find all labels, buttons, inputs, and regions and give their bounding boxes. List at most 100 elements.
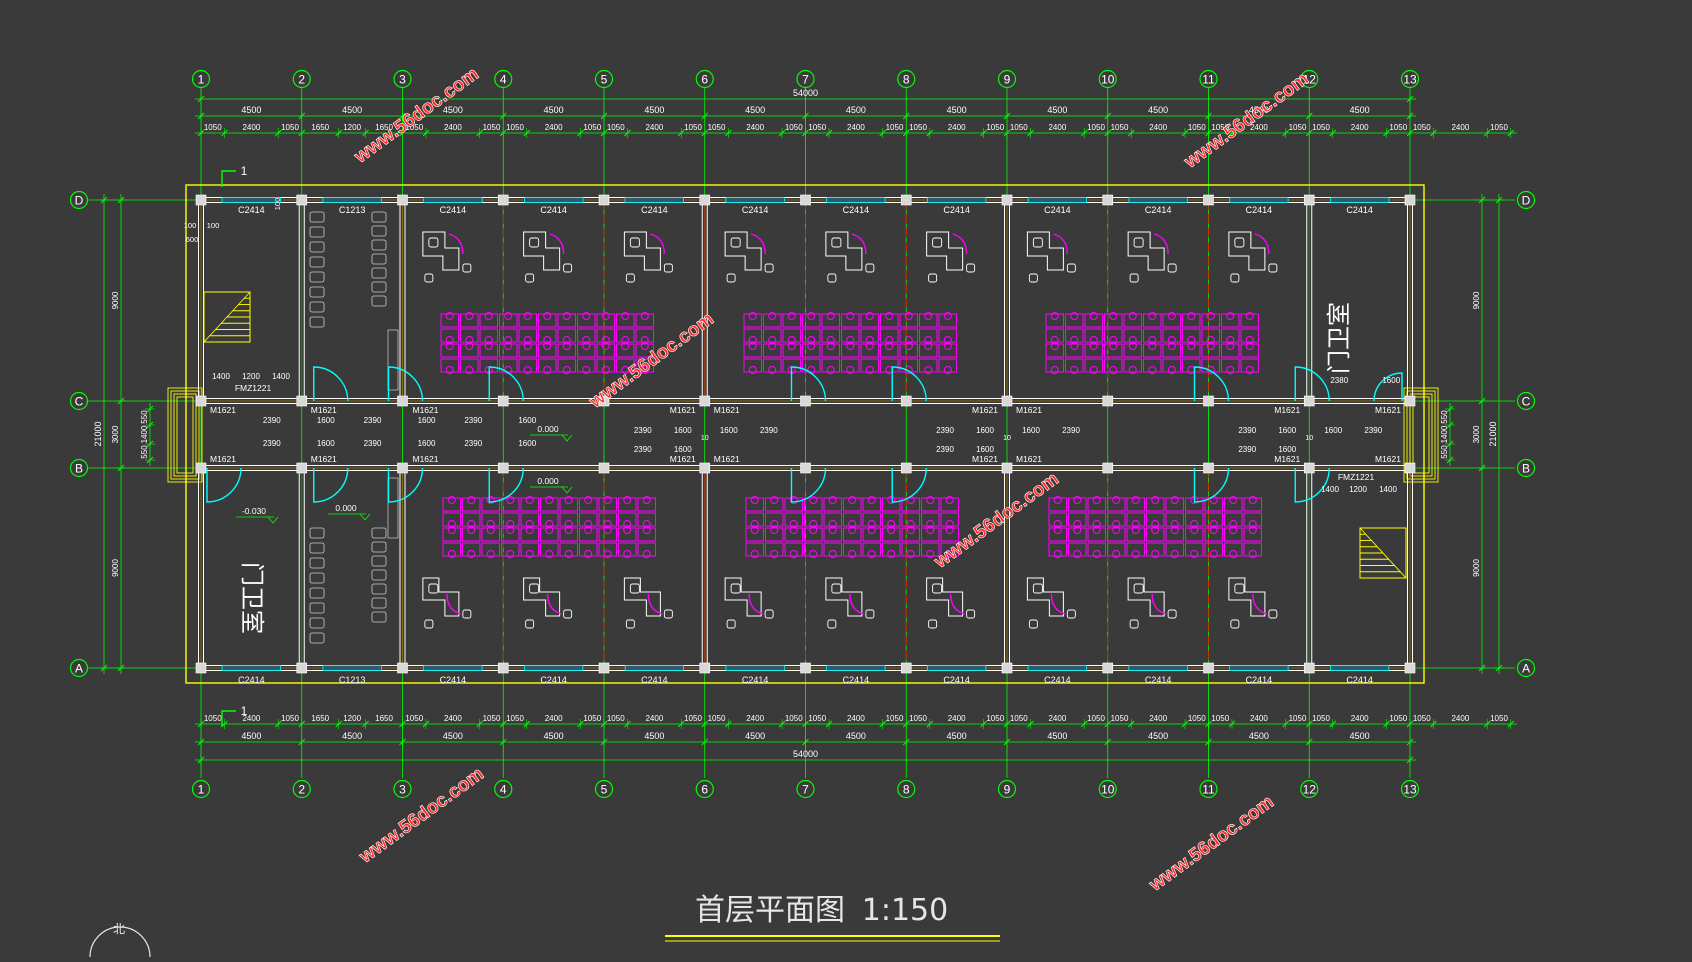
workstation-chair bbox=[1092, 550, 1101, 558]
workstation-desk bbox=[804, 527, 823, 542]
structural-column bbox=[195, 462, 207, 474]
workstation-desk bbox=[1048, 527, 1067, 542]
workstation-desk bbox=[1162, 343, 1181, 358]
workstation-desk bbox=[880, 358, 899, 373]
corridor-dim: 2390 bbox=[364, 416, 382, 425]
office-chair bbox=[1028, 273, 1038, 283]
workstation-chair bbox=[1089, 342, 1098, 350]
structural-column bbox=[497, 194, 509, 206]
structural-column bbox=[397, 662, 408, 674]
section-mark-icon bbox=[221, 710, 236, 727]
workstation-chair bbox=[750, 526, 759, 534]
workstation-chair bbox=[623, 550, 632, 558]
desk-accent bbox=[446, 593, 462, 615]
desk-accent bbox=[952, 233, 968, 255]
axis-bubble bbox=[796, 69, 815, 89]
window-opening bbox=[1128, 665, 1188, 671]
dim-bay-text: 4500 bbox=[1047, 731, 1067, 741]
dim-detail-text: 2400 bbox=[1149, 123, 1167, 132]
workstation-desk bbox=[1201, 343, 1220, 358]
workstation-chair bbox=[768, 342, 777, 350]
workstation-chair bbox=[789, 526, 798, 534]
window-label: C2414 bbox=[440, 205, 467, 215]
door-label: M1621 bbox=[714, 454, 740, 464]
workstation-chair bbox=[543, 312, 552, 320]
workstation-chair bbox=[867, 550, 876, 558]
stair bbox=[1359, 527, 1407, 579]
workstation-desk bbox=[557, 343, 576, 358]
workstation-desk bbox=[841, 328, 860, 343]
workstation-desk bbox=[499, 328, 518, 343]
dim-detail-text: 1050 bbox=[583, 714, 601, 723]
workstation-chair bbox=[1073, 496, 1082, 504]
door-swing-icon bbox=[891, 366, 927, 402]
workstation-chair bbox=[1245, 366, 1254, 374]
workstation-desk bbox=[1084, 328, 1103, 343]
workstation-chair bbox=[1229, 526, 1238, 534]
door-swing-icon bbox=[1193, 366, 1230, 402]
window-label: C2414 bbox=[440, 675, 467, 685]
door-label: M1621 bbox=[972, 405, 998, 415]
workstation-chair bbox=[584, 550, 593, 558]
level-mark: 0.000 bbox=[537, 424, 559, 434]
workstation-desk bbox=[540, 542, 559, 557]
axis-bubble-label: 13 bbox=[1403, 73, 1417, 87]
workstation-desk bbox=[540, 512, 559, 527]
workstation-desk bbox=[616, 358, 635, 373]
dim-bay-text: 4500 bbox=[544, 105, 564, 115]
workstation-chair bbox=[1053, 526, 1062, 534]
dim-bay-text: 4500 bbox=[443, 105, 463, 115]
workstation-chair bbox=[484, 342, 493, 350]
window-opening bbox=[322, 665, 382, 671]
dim-detail-text: 2400 bbox=[1451, 714, 1469, 723]
corridor-dim: 1600 bbox=[1278, 445, 1296, 454]
workstation-desk bbox=[763, 313, 782, 328]
structural-column bbox=[497, 462, 509, 474]
office-chair bbox=[629, 583, 640, 594]
workstation-chair bbox=[1050, 312, 1059, 320]
dim-detail-text: 1050 bbox=[1087, 714, 1105, 723]
workstation-chair bbox=[1148, 342, 1157, 350]
workstation-desk bbox=[880, 313, 899, 328]
manager-desk bbox=[422, 231, 472, 283]
workstation-chair bbox=[621, 342, 630, 350]
workstation-desk bbox=[938, 313, 957, 328]
workstation-desk bbox=[1146, 527, 1165, 542]
dim-detail-text: 1050 bbox=[986, 123, 1004, 132]
desk-outline bbox=[724, 577, 762, 617]
dim-detail-text: 1050 bbox=[1490, 714, 1508, 723]
workstation-desk bbox=[499, 343, 518, 358]
workstation-chair bbox=[1167, 366, 1176, 374]
workstation-desk bbox=[460, 313, 479, 328]
workstation-chair bbox=[1229, 550, 1238, 558]
workstation-chair bbox=[601, 366, 610, 374]
workstation-desk bbox=[635, 328, 654, 343]
workstation-desk bbox=[635, 358, 654, 373]
workstation-desk bbox=[880, 328, 899, 343]
corridor-dim: 1600 bbox=[418, 416, 436, 425]
workstation-desk bbox=[901, 512, 920, 527]
workstation-chair bbox=[1053, 550, 1062, 558]
desk-accent bbox=[1050, 593, 1066, 615]
workstation-chair bbox=[1131, 550, 1140, 558]
workstation-desk bbox=[538, 328, 557, 343]
axis-bubble bbox=[494, 779, 513, 799]
furniture-layer bbox=[203, 211, 1407, 644]
dim-detail-text: 1050 bbox=[483, 123, 501, 132]
workstation-desk bbox=[1084, 343, 1103, 358]
door-fmz bbox=[1373, 372, 1403, 402]
workstation-desk bbox=[1045, 358, 1064, 373]
axis-bubble-label: 6 bbox=[701, 73, 708, 87]
manager-desk bbox=[1127, 231, 1177, 283]
axis-bubble bbox=[796, 779, 815, 799]
window-opening bbox=[221, 665, 281, 671]
dim-detail-text: 1050 bbox=[204, 714, 222, 723]
workstation-desk bbox=[1143, 358, 1162, 373]
entrance-step bbox=[1409, 393, 1433, 477]
dim-vright-text: 9000 bbox=[1472, 291, 1481, 309]
workstation-desk bbox=[1240, 343, 1259, 358]
dim-bay-text: 4500 bbox=[644, 731, 664, 741]
door-label: M1621 bbox=[311, 405, 337, 415]
window-label: C2414 bbox=[540, 675, 567, 685]
level-mark: -0.030 bbox=[242, 506, 266, 516]
